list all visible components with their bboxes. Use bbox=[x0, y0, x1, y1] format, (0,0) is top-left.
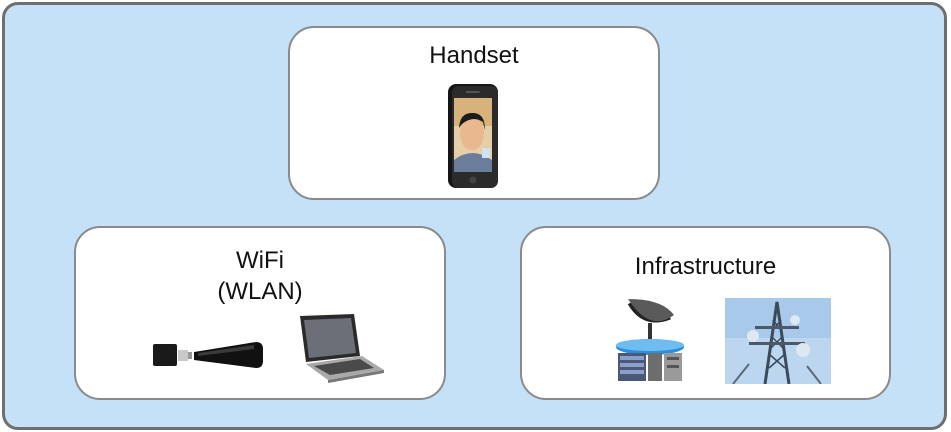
smartphone-icon bbox=[448, 84, 498, 188]
wifi-title-line1: WiFi bbox=[236, 247, 284, 274]
usb-wifi-dongle-icon bbox=[153, 342, 263, 368]
infrastructure-title: Infrastructure bbox=[634, 253, 777, 280]
satellite-dish-server-icon bbox=[616, 299, 684, 381]
infrastructure-box: Infrastructure bbox=[520, 226, 891, 400]
handset-title: Handset bbox=[429, 42, 519, 69]
cell-tower-icon bbox=[725, 298, 831, 384]
handset-box: Handset bbox=[288, 26, 660, 200]
wifi-box: WiFi (WLAN) bbox=[74, 226, 446, 400]
laptop-icon bbox=[300, 314, 384, 383]
wifi-title-line2: (WLAN) bbox=[217, 278, 303, 305]
